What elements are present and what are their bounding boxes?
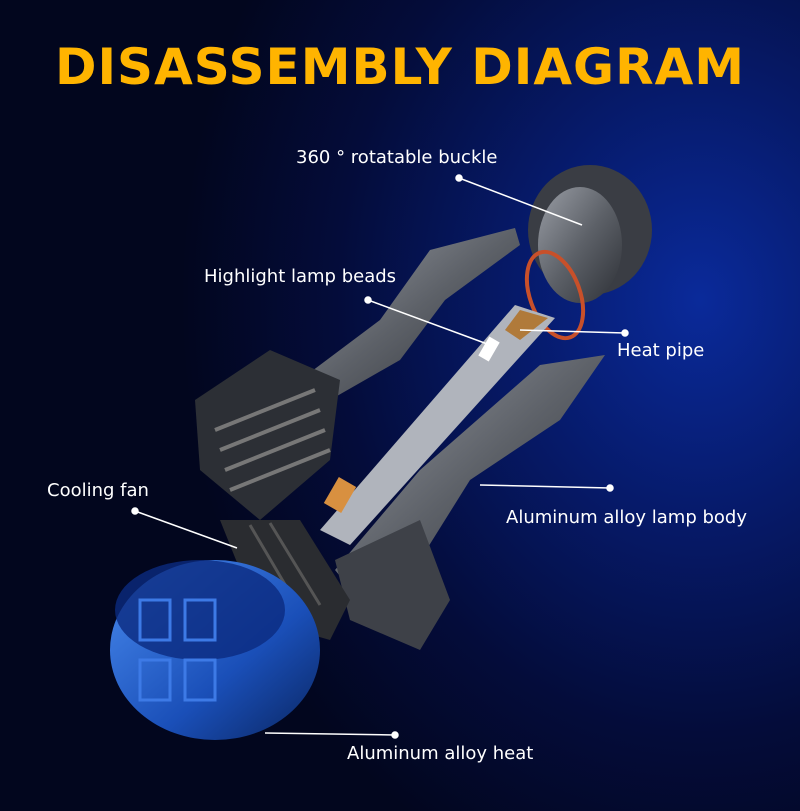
label-buckle: 360 ° rotatable buckle — [296, 147, 498, 168]
callout-line-heat-sink — [264, 732, 396, 736]
label-lamp-body: Aluminum alloy lamp body — [506, 507, 747, 528]
cooling-fan — [220, 520, 350, 640]
callout-line-heat-pipe — [519, 329, 626, 334]
label-cooling-fan: Cooling fan — [47, 480, 149, 501]
page-title: DISASSEMBLY DIAGRAM — [54, 38, 746, 96]
label-lamp-beads: Highlight lamp beads — [204, 266, 397, 287]
lamp-body-upper — [195, 228, 520, 520]
heat-sink — [110, 560, 320, 740]
callout-line-buckle — [458, 177, 583, 226]
rotatable-buckle — [528, 165, 652, 303]
seal-ring — [524, 249, 586, 341]
callout-line-lamp-beads — [367, 299, 491, 346]
label-heat-pipe: Heat pipe — [617, 340, 705, 361]
callout-line-cooling-fan — [134, 510, 238, 549]
heat-pipe — [320, 305, 555, 545]
callout-line-lamp-body — [479, 484, 611, 489]
label-heat-sink: Aluminum alloy heat — [347, 743, 534, 764]
lamp-body-lower — [335, 355, 605, 650]
